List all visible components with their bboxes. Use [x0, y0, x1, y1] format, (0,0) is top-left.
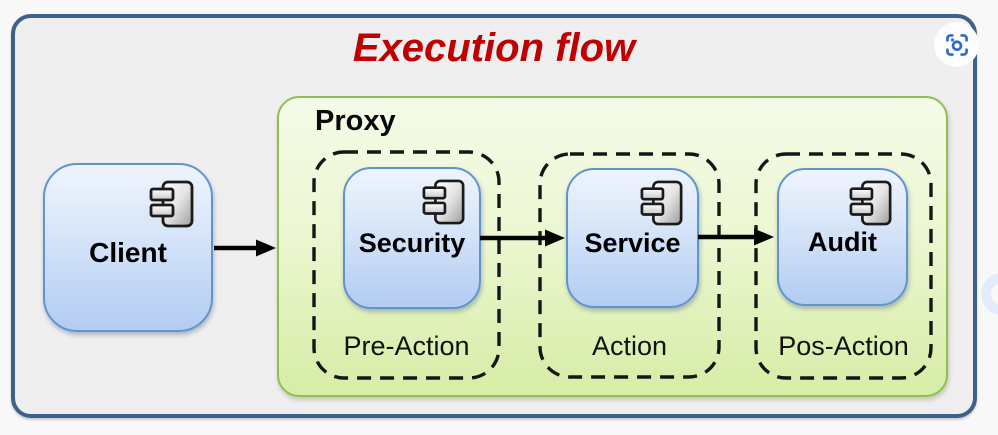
stage-label-pre-action: Pre-Action [343, 331, 470, 361]
stage-label-action: Action [591, 331, 668, 361]
node-security-label: Security [358, 227, 466, 258]
screenshot-capture-button[interactable] [934, 22, 979, 67]
screenshot-capture-icon [945, 33, 968, 56]
proxy-label: Proxy [315, 105, 396, 137]
component-icon [640, 180, 683, 226]
node-client: Client [43, 163, 213, 332]
component-icon [422, 179, 465, 225]
node-audit-label: Audit [808, 226, 877, 257]
diagram-title: Execution flow [352, 26, 636, 70]
node-client-label: Client [89, 236, 167, 268]
node-service-label: Service [584, 227, 681, 258]
node-audit: Audit [777, 168, 908, 306]
watermark-ring [981, 273, 998, 315]
stage-label-pos-action: Pos-Action [778, 331, 909, 361]
node-security: Security [343, 167, 481, 309]
component-icon [849, 180, 892, 226]
component-icon [149, 180, 194, 228]
node-service: Service [566, 168, 699, 308]
